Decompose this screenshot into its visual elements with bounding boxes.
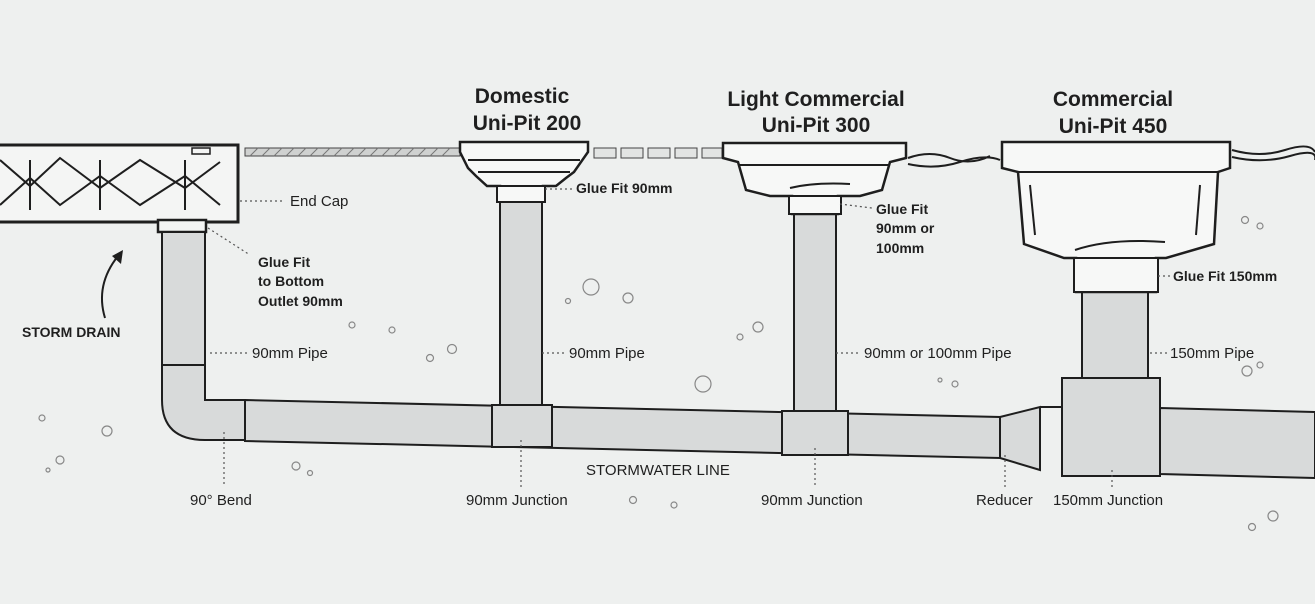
pipe-90-label-b: 90mm Pipe bbox=[569, 345, 645, 362]
glue-fit-300-line2: 90mm or bbox=[876, 220, 935, 236]
pit-200-title-line1: Domestic bbox=[475, 85, 570, 108]
reducer-label: Reducer bbox=[976, 492, 1033, 509]
pit-450-title-line1: Commercial bbox=[1053, 88, 1173, 111]
glue-fit-150-label: Glue Fit 150mm bbox=[1173, 268, 1277, 284]
storm-drain bbox=[0, 143, 240, 234]
bubbles bbox=[38, 215, 1279, 532]
storm-drain-arrow-icon bbox=[101, 250, 123, 319]
glue-fit-300-line3: 100mm bbox=[876, 240, 924, 256]
glue-fit-90-label: Glue Fit 90mm bbox=[576, 180, 672, 196]
leader-lines bbox=[207, 188, 1170, 487]
pit-200-title-line2: Uni-Pit 200 bbox=[473, 112, 582, 135]
uni-pit-300 bbox=[721, 141, 908, 216]
glue-fit-bottom-line1: Glue Fit bbox=[258, 254, 310, 270]
pipe-90-100-label: 90mm or 100mm Pipe bbox=[864, 345, 1012, 362]
glue-fit-bottom-line3: Outlet 90mm bbox=[258, 293, 343, 309]
pit-300-title-line1: Light Commercial bbox=[727, 88, 904, 111]
bend-90-label: 90° Bend bbox=[190, 492, 252, 509]
pipe-network bbox=[161, 199, 1315, 480]
pipe-90-label-a: 90mm Pipe bbox=[252, 345, 328, 362]
pit-450-title-line2: Uni-Pit 450 bbox=[1059, 115, 1168, 138]
ground-surface bbox=[244, 145, 1315, 168]
storm-drain-label: STORM DRAIN bbox=[22, 324, 121, 340]
glue-fit-bottom-line2: to Bottom bbox=[258, 273, 324, 289]
stormwater-line-label: STORMWATER LINE bbox=[586, 462, 730, 479]
uni-pit-450 bbox=[1000, 140, 1232, 294]
junction-90-label-a: 90mm Junction bbox=[466, 492, 568, 509]
end-cap-label: End Cap bbox=[290, 193, 348, 210]
junction-150-label: 150mm Junction bbox=[1053, 492, 1163, 509]
uni-pit-200 bbox=[458, 140, 590, 203]
junction-90-label-b: 90mm Junction bbox=[761, 492, 863, 509]
pipe-150-label: 150mm Pipe bbox=[1170, 345, 1254, 362]
pit-300-title-line2: Uni-Pit 300 bbox=[762, 114, 871, 137]
glue-fit-300-line1: Glue Fit bbox=[876, 201, 928, 217]
